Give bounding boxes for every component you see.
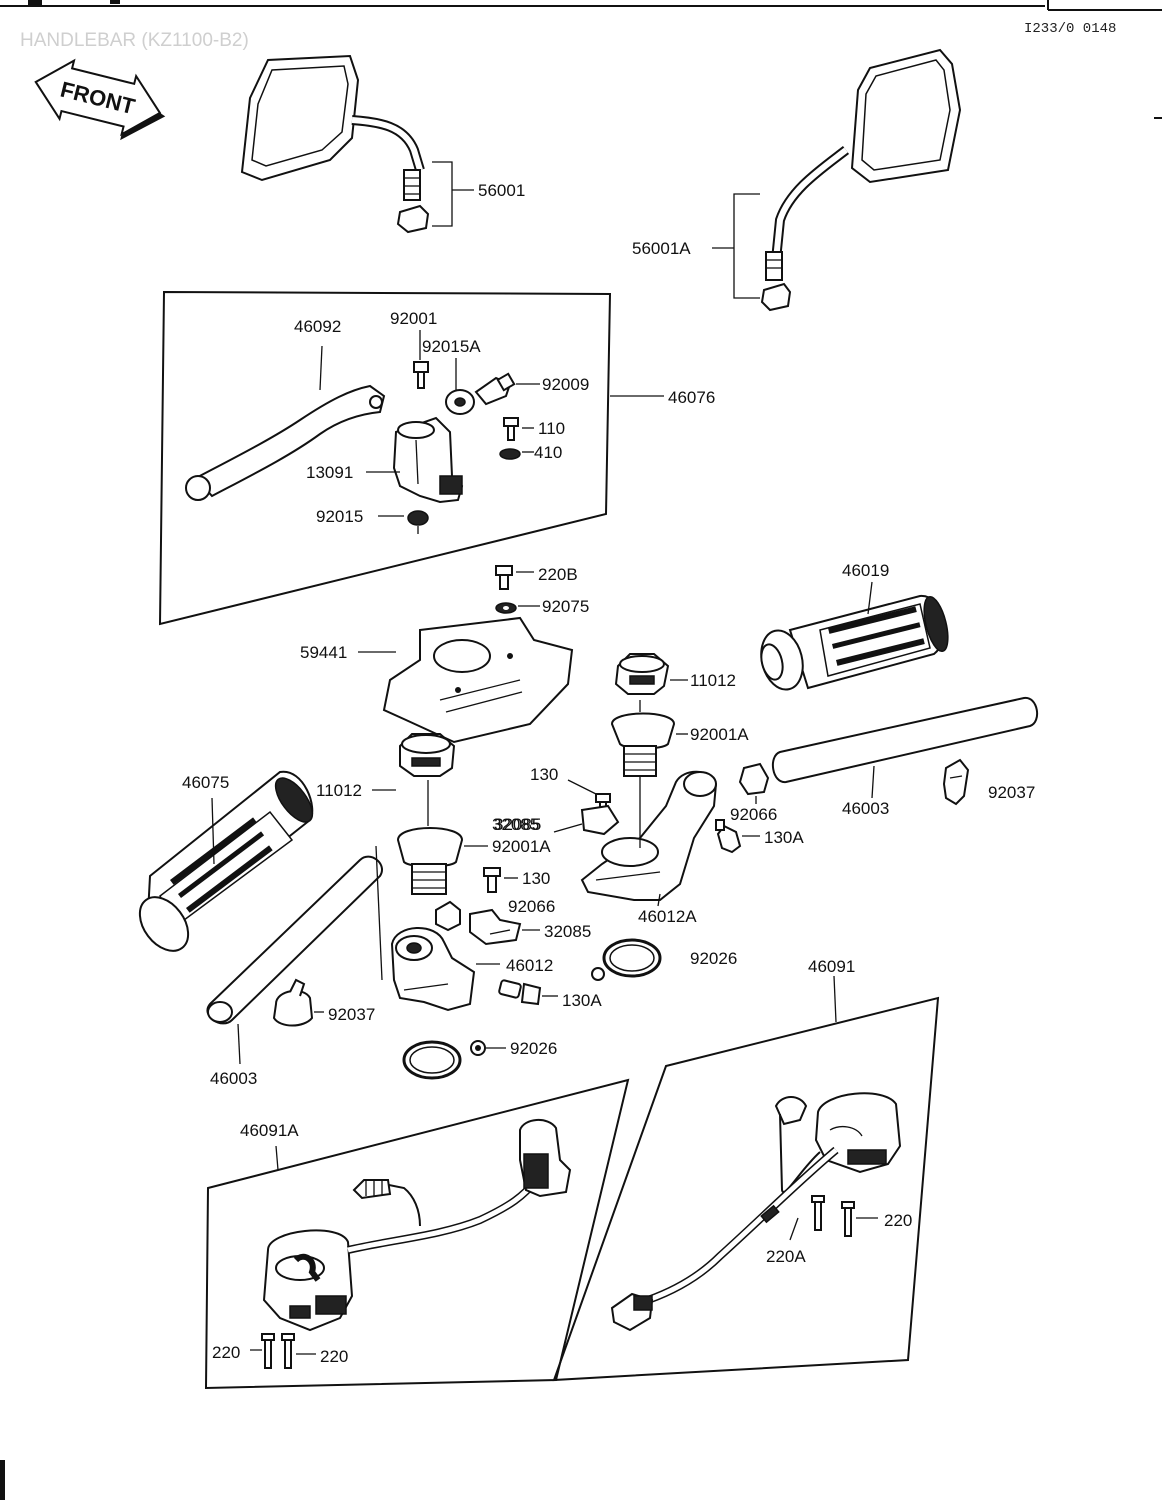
part-label-46091: 46091 bbox=[808, 957, 855, 976]
part-label-220-left-1: 220 bbox=[212, 1343, 240, 1362]
handlebar-tube-icon bbox=[771, 696, 1039, 783]
front-arrow-icon: FRONT bbox=[34, 58, 166, 141]
washer-icon bbox=[499, 448, 521, 460]
washer-icon bbox=[495, 602, 517, 614]
doc-reference: I233/0 0148 bbox=[1024, 21, 1116, 37]
part-label-92037-right: 92037 bbox=[988, 783, 1035, 802]
part-label-32085-left: 32085 bbox=[544, 922, 591, 941]
clamp-icon bbox=[580, 804, 620, 836]
collar-icon bbox=[435, 900, 461, 932]
part-label-11012-left: 11012 bbox=[316, 781, 362, 800]
mirror-right-icon bbox=[760, 48, 962, 312]
right-switch-icon bbox=[610, 1092, 902, 1332]
part-label-59441: 59441 bbox=[300, 643, 347, 662]
handlebar-cover-icon bbox=[382, 616, 574, 744]
washer-icon bbox=[445, 389, 475, 415]
bolt-icon bbox=[483, 867, 501, 893]
bolt-icon bbox=[610, 700, 676, 777]
part-label-mirror-left: 56001 bbox=[478, 181, 525, 200]
bolt-icon bbox=[396, 780, 464, 895]
part-label-92015a: 92015A bbox=[422, 337, 481, 356]
part-label-410: 410 bbox=[534, 443, 562, 462]
part-label-46091a: 46091A bbox=[240, 1121, 299, 1140]
mirror-left-icon bbox=[240, 54, 430, 234]
part-label-92037-left: 92037 bbox=[328, 1005, 375, 1024]
union-bolt-icon bbox=[474, 372, 516, 406]
part-label-220b: 220B bbox=[538, 565, 578, 584]
part-label-46012: 46012 bbox=[506, 956, 553, 975]
part-label-92001: 92001 bbox=[390, 309, 437, 328]
clamp-icon bbox=[469, 908, 522, 946]
part-label-92015: 92015 bbox=[316, 507, 363, 526]
part-label-220-right: 220 bbox=[884, 1211, 912, 1230]
left-grip-icon bbox=[138, 770, 314, 952]
part-label-92026-left: 92026 bbox=[510, 1039, 557, 1058]
diagram-title: HANDLEBAR (KZ1100-B2) bbox=[20, 30, 249, 51]
part-label-130-left: 130 bbox=[522, 869, 550, 888]
part-label-130a-right: 130A bbox=[764, 828, 804, 847]
part-label-32085-mid: 32085 bbox=[492, 815, 539, 834]
handlebar-holder-icon bbox=[390, 927, 476, 1012]
screw-icon bbox=[811, 1195, 855, 1237]
part-label-92066-right: 92066 bbox=[730, 805, 777, 824]
right-grip-icon bbox=[760, 594, 949, 691]
part-label-46075: 46075 bbox=[182, 773, 229, 792]
part-label-130a-left: 130A bbox=[562, 991, 602, 1010]
part-label-220-left-2: 220 bbox=[320, 1347, 348, 1366]
handlebar-tube-icon bbox=[206, 845, 383, 1025]
part-label-mirror-right: 56001A bbox=[632, 239, 691, 258]
part-label-92026-right: 92026 bbox=[690, 949, 737, 968]
washer-icon bbox=[407, 510, 429, 526]
part-label-46076: 46076 bbox=[668, 388, 715, 407]
part-label-46003-right: 46003 bbox=[842, 799, 889, 818]
part-label-46012a: 46012A bbox=[638, 907, 697, 926]
part-label-brake-lever: 46092 bbox=[294, 317, 341, 336]
part-label-32085-right: 32085 bbox=[494, 815, 541, 834]
cap-nut-icon bbox=[614, 653, 670, 695]
bolt-icon bbox=[413, 361, 429, 389]
part-label-13091: 13091 bbox=[306, 463, 353, 482]
bolt-icon bbox=[715, 819, 742, 854]
right-switch-frame bbox=[552, 996, 940, 1382]
part-label-11012-right: 11012 bbox=[690, 671, 736, 690]
screw-icon bbox=[261, 1333, 295, 1369]
band-icon bbox=[591, 938, 662, 981]
part-label-110: 110 bbox=[538, 419, 565, 438]
master-cylinder-icon bbox=[392, 416, 464, 504]
part-label-46003-left: 46003 bbox=[210, 1069, 257, 1088]
cap-nut-icon bbox=[399, 733, 456, 777]
part-label-220a: 220A bbox=[766, 1247, 806, 1266]
band-icon bbox=[402, 1040, 486, 1080]
part-label-46019: 46019 bbox=[842, 561, 889, 580]
master-cylinder-frame bbox=[158, 290, 612, 626]
screw-icon bbox=[503, 417, 519, 441]
clamp-icon bbox=[942, 758, 970, 806]
part-label-92009: 92009 bbox=[542, 375, 589, 394]
part-label-92075: 92075 bbox=[542, 597, 589, 616]
brake-lever-icon bbox=[185, 384, 386, 501]
part-label-130-right: 130 bbox=[530, 765, 558, 784]
screw-icon bbox=[495, 565, 513, 590]
part-label-92001a-right: 92001A bbox=[690, 725, 749, 744]
bolt-icon bbox=[498, 979, 542, 1006]
part-label-92001a-left: 92001A bbox=[492, 837, 551, 856]
part-label-92066-left: 92066 bbox=[508, 897, 555, 916]
clamp-icon bbox=[272, 978, 314, 1027]
handlebar-holder-icon bbox=[580, 770, 718, 901]
left-switch-icon bbox=[262, 1119, 572, 1332]
collar-icon bbox=[738, 762, 770, 796]
